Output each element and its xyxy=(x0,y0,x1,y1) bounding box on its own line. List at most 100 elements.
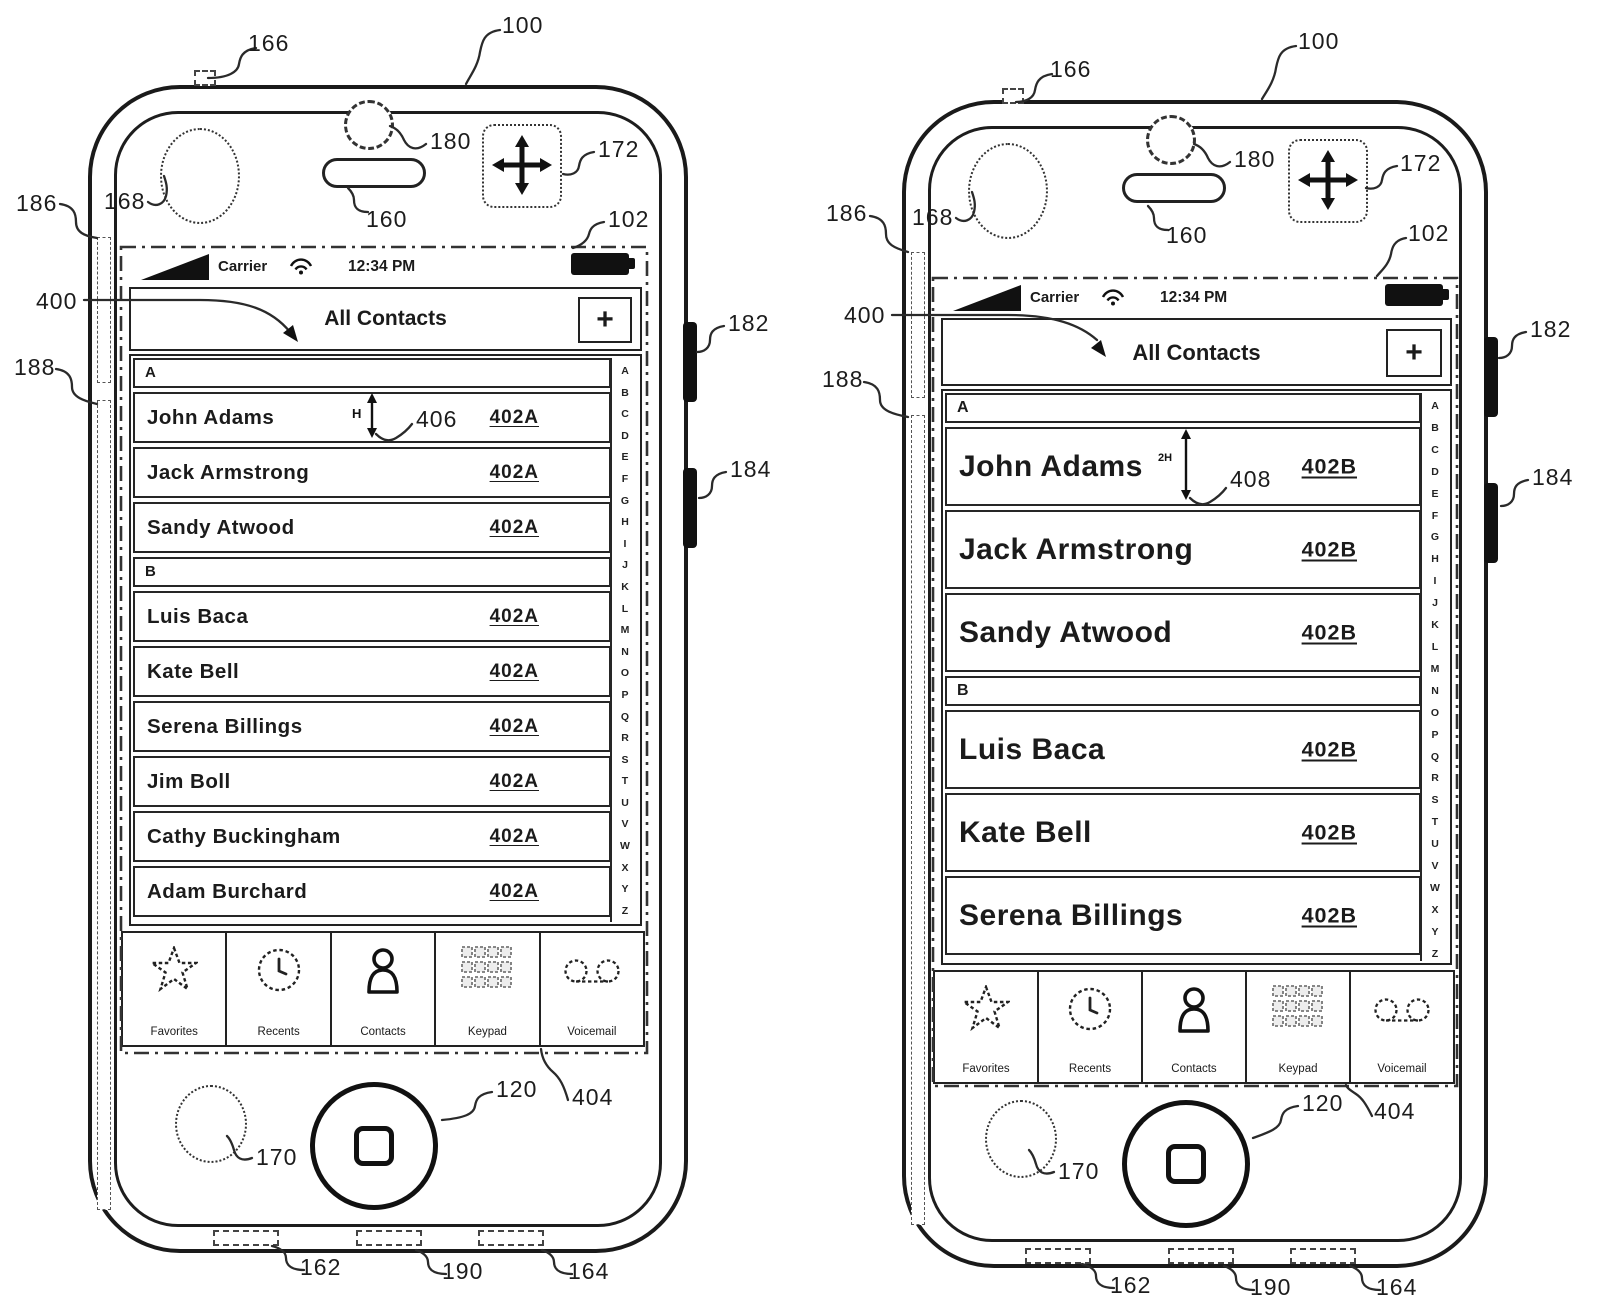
side-button-184[interactable] xyxy=(1484,483,1498,563)
ref-402A: 402A xyxy=(489,406,539,428)
side-button-184[interactable] xyxy=(683,468,697,548)
accelerometer-icon xyxy=(1288,139,1368,223)
ref-100: 100 xyxy=(502,12,544,38)
optical-sensor-icon xyxy=(160,128,240,224)
dim-H: H xyxy=(352,406,362,421)
contact-row[interactable]: Luis Baca 402B xyxy=(945,710,1421,789)
contact-row[interactable]: Kate Bell 402B xyxy=(945,793,1421,872)
ref-188: 188 xyxy=(14,354,56,380)
tab-contacts[interactable]: Contacts xyxy=(1143,972,1247,1082)
contact-name: Sandy Atwood xyxy=(959,615,1173,649)
ref-184: 184 xyxy=(1532,464,1574,490)
alphabet-index[interactable]: A B C D E F G H I J K L M N O P Q R S T … xyxy=(1420,393,1448,961)
page-title: All Contacts xyxy=(1132,340,1261,365)
receiver-speaker xyxy=(322,158,426,188)
voicemail-icon xyxy=(1374,998,1430,1022)
ref-404: 404 xyxy=(1374,1098,1416,1124)
microphone-sensor-icon xyxy=(175,1085,247,1163)
section-header: A xyxy=(945,393,1421,423)
tab-keypad[interactable]: Keypad xyxy=(1247,972,1351,1082)
tab-favorites[interactable]: Favorites xyxy=(123,933,228,1045)
side-button-182[interactable] xyxy=(1484,337,1498,417)
tab-recents[interactable]: Recents xyxy=(227,933,332,1045)
tab-bar: Favorites Recents Contacts xyxy=(121,931,645,1047)
carrier-label: Carrier xyxy=(218,258,268,275)
tab-voicemail[interactable]: Voicemail xyxy=(541,933,643,1045)
tab-recents[interactable]: Recents xyxy=(1039,972,1143,1082)
ref-162: 162 xyxy=(1110,1272,1152,1298)
add-contact-button[interactable]: + xyxy=(578,297,632,343)
contact-name: Luis Baca xyxy=(147,604,249,628)
tab-favorites[interactable]: Favorites xyxy=(935,972,1039,1082)
bezel-strip-188 xyxy=(97,400,111,1210)
contact-name: Kate Bell xyxy=(959,815,1092,849)
add-contact-button[interactable]: + xyxy=(1386,329,1442,377)
contact-name: Serena Billings xyxy=(959,898,1184,932)
alphabet-index[interactable]: A B C D E F G H I J K L M N O P Q R S T … xyxy=(610,358,638,922)
contact-row[interactable]: Sandy Atwood 402A xyxy=(133,502,611,553)
contact-name: Jim Boll xyxy=(147,769,231,793)
time-label: 12:34 PM xyxy=(1160,289,1228,306)
time-label: 12:34 PM xyxy=(348,258,416,275)
optical-sensor-icon xyxy=(968,143,1048,239)
tab-contacts[interactable]: Contacts xyxy=(332,933,437,1045)
section-header: B xyxy=(133,557,611,587)
contact-name: Adam Burchard xyxy=(147,879,308,903)
tab-keypad[interactable]: Keypad xyxy=(436,933,541,1045)
home-button[interactable] xyxy=(1122,1100,1250,1228)
contact-row[interactable]: Jack Armstrong 402B xyxy=(945,510,1421,589)
contact-row[interactable]: Luis Baca 402A xyxy=(133,591,611,642)
contact-name: Jack Armstrong xyxy=(147,460,310,484)
dim-2H: 2H xyxy=(1158,452,1173,464)
contact-name: Jack Armstrong xyxy=(959,532,1194,566)
ref-182: 182 xyxy=(1530,316,1572,342)
section-header: A xyxy=(133,358,611,388)
contact-row[interactable]: Adam Burchard 402A xyxy=(133,866,611,917)
contact-row[interactable]: Cathy Buckingham 402A xyxy=(133,811,611,862)
contact-name: Kate Bell xyxy=(147,659,240,683)
contact-row[interactable]: Serena Billings 402A xyxy=(133,701,611,752)
plus-icon: + xyxy=(1405,336,1423,369)
ref-100: 100 xyxy=(1298,28,1340,54)
home-button[interactable] xyxy=(310,1082,438,1210)
person-icon xyxy=(1178,987,1210,1033)
ref-402B: 402B xyxy=(1301,620,1357,644)
ref-402B: 402B xyxy=(1301,537,1357,561)
tab-voicemail[interactable]: Voicemail xyxy=(1351,972,1453,1082)
ref-172: 172 xyxy=(598,136,640,162)
ref-180: 180 xyxy=(430,128,472,154)
contact-name: Serena Billings xyxy=(147,714,303,738)
ref-186: 186 xyxy=(16,190,58,216)
contact-row[interactable]: Jack Armstrong 402A xyxy=(133,447,611,498)
bezel-strip-186 xyxy=(911,252,925,398)
ref-120: 120 xyxy=(1302,1090,1344,1116)
contact-row[interactable]: Sandy Atwood 402B xyxy=(945,593,1421,672)
bezel-marker-166 xyxy=(194,70,216,86)
contact-list: A John Adams 402A Jack Armstrong 402A Sa… xyxy=(129,354,642,926)
clock-icon xyxy=(1068,987,1112,1031)
contact-row[interactable]: Serena Billings 402B xyxy=(945,876,1421,955)
contact-row[interactable]: Kate Bell 402A xyxy=(133,646,611,697)
keypad-icon xyxy=(461,946,513,988)
contact-name: John Adams xyxy=(147,405,275,429)
contact-row[interactable]: John Adams 402B xyxy=(945,427,1421,506)
contact-row[interactable]: John Adams 402A xyxy=(133,392,611,443)
contact-row[interactable]: Jim Boll 402A xyxy=(133,756,611,807)
ref-184: 184 xyxy=(730,456,772,482)
ref-102: 102 xyxy=(1408,220,1450,246)
battery-icon xyxy=(1385,284,1449,306)
ref-166: 166 xyxy=(248,30,290,56)
clock-icon xyxy=(257,948,300,992)
ref-170: 170 xyxy=(1058,1158,1100,1184)
person-icon xyxy=(367,948,399,994)
accelerometer-icon xyxy=(482,124,562,208)
contact-name: John Adams xyxy=(959,449,1143,483)
connector-marker-190 xyxy=(1168,1248,1234,1264)
side-button-182[interactable] xyxy=(683,322,697,402)
star-icon xyxy=(150,946,199,992)
star-icon xyxy=(962,985,1010,1031)
ref-168: 168 xyxy=(912,204,954,230)
ref-408: 408 xyxy=(1230,466,1272,492)
four-way-arrow-icon xyxy=(492,135,552,195)
